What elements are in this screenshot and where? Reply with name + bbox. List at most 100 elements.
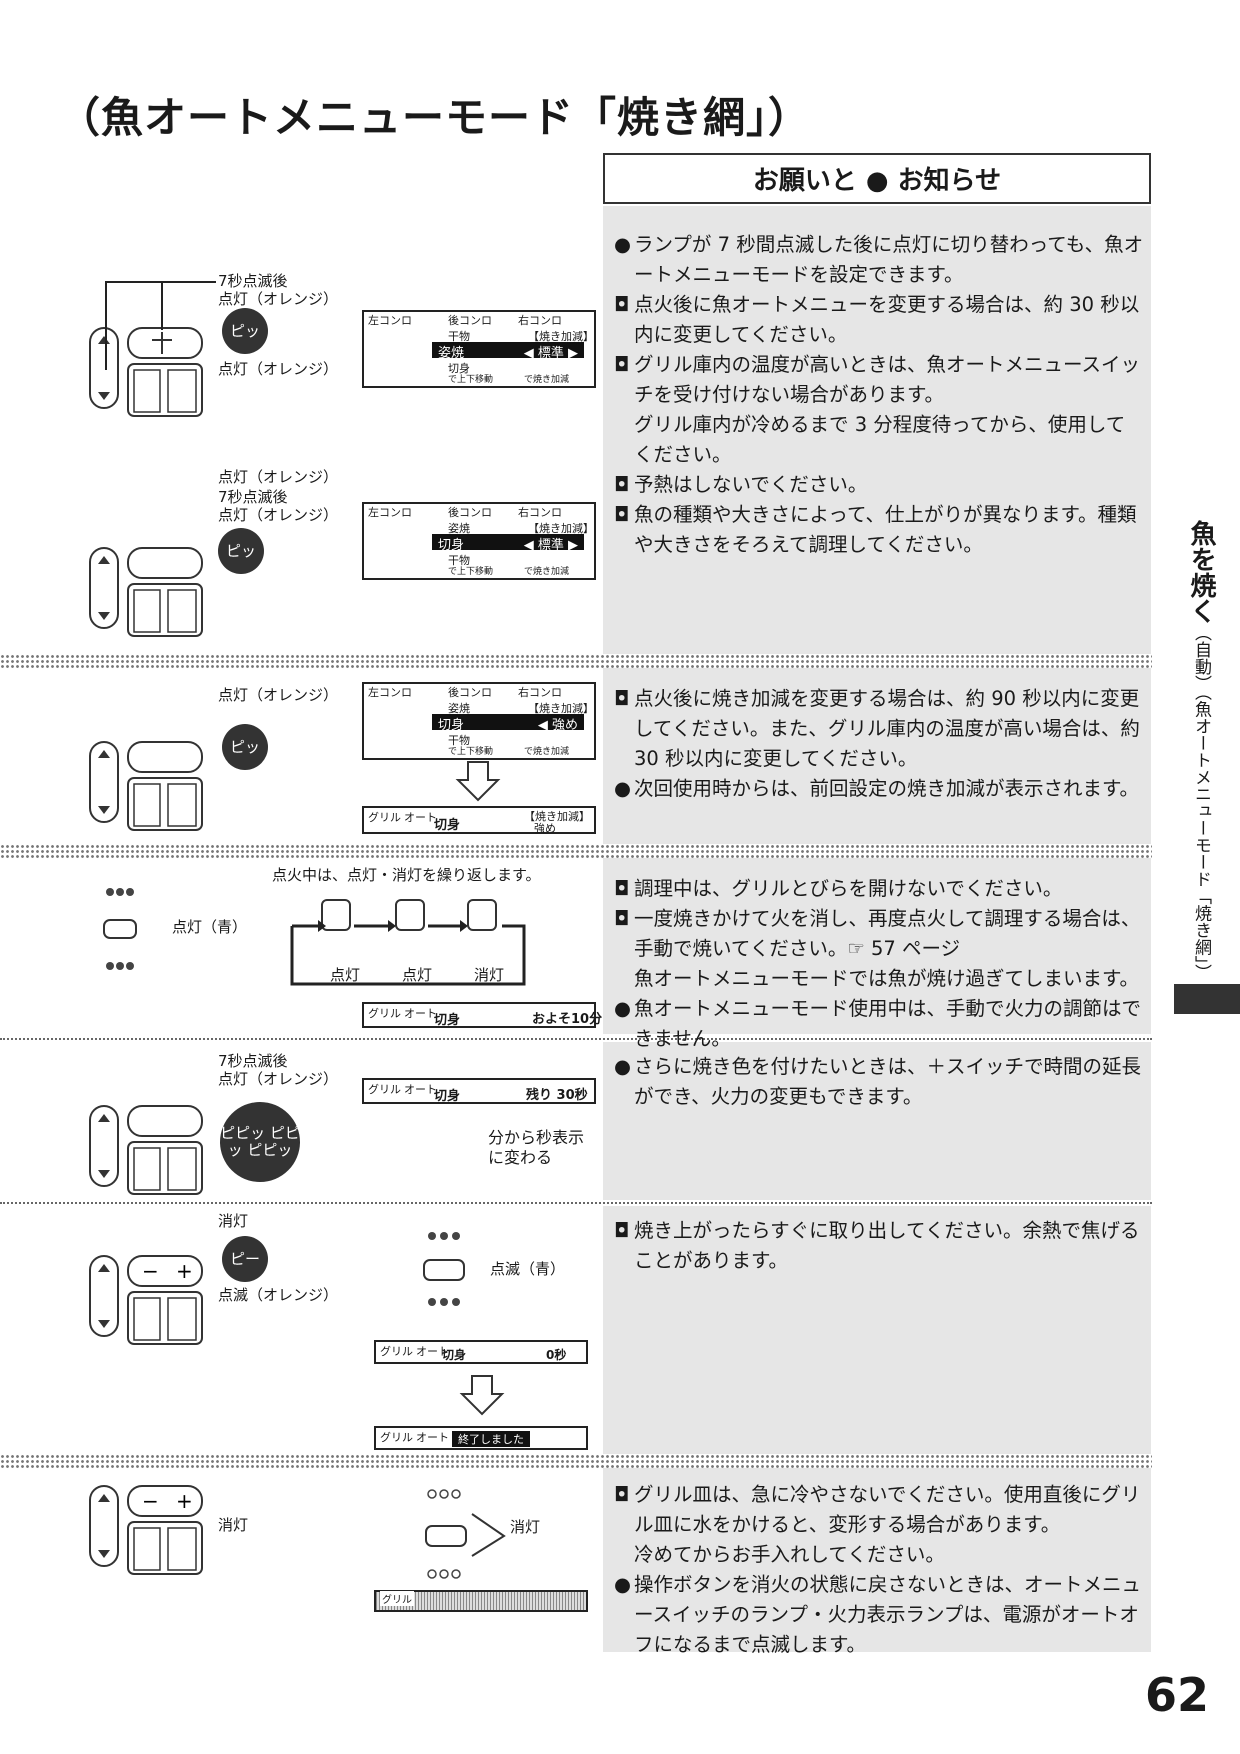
svg-text:+: + bbox=[176, 1259, 193, 1283]
lcd-footer: で上下移動 bbox=[448, 747, 494, 757]
note-text: グリル庫内の温度が高いときは、魚オートメニュースイッチを受け付けない場合がありま… bbox=[634, 353, 1141, 406]
label-blue-on: 点灯（青） bbox=[172, 918, 248, 936]
lcd-selected-value: ◀ 強め bbox=[537, 718, 578, 733]
lcd-item: 姿焼 bbox=[448, 522, 470, 535]
label-blink7: 7秒点滅後 bbox=[218, 488, 288, 506]
notice-icon: ◘ bbox=[614, 687, 630, 710]
bullet-icon: ● bbox=[614, 777, 632, 800]
lcd-strip: グリル オート 終了しました bbox=[374, 1426, 588, 1450]
lcd-time: 残り 30秒 bbox=[526, 1088, 588, 1103]
lcd-fish-name: 切身 bbox=[434, 1089, 461, 1104]
note-text: 点火後に焼き加減を変更する場合は、約 90 秒以内に変更してください。また、グリ… bbox=[634, 687, 1140, 770]
lcd-footer: で焼き加減 bbox=[524, 747, 570, 757]
beep-bubble: ピー bbox=[222, 1236, 268, 1282]
bullet-icon: ● bbox=[614, 1055, 632, 1078]
lcd-time: およそ10分 bbox=[532, 1012, 603, 1027]
notice-icon: ◘ bbox=[614, 473, 630, 496]
control-panel-illustration: − + bbox=[89, 1255, 203, 1345]
lcd-strip: グリル オート 切身 およそ10分 bbox=[362, 1002, 602, 1028]
note-text: 焼き上がったらすぐに取り出してください。余熱で焦げることがあります。 bbox=[634, 1219, 1140, 1272]
note-item: ●次回使用時からは、前回設定の焼き加減が表示されます。 bbox=[614, 774, 1144, 804]
lcd-auto-label: オート bbox=[404, 1007, 437, 1020]
lcd-item: 干物 bbox=[448, 330, 470, 343]
lcd-tag: 【焼き加減】 bbox=[528, 522, 594, 535]
notice-header: お願いと ● お知らせ bbox=[603, 153, 1151, 204]
svg-text:−: − bbox=[142, 1489, 159, 1513]
lcd-tab: 後コンロ bbox=[448, 314, 492, 327]
lcd-tab: 右コンロ bbox=[518, 314, 562, 327]
lcd-footer: で上下移動 bbox=[448, 375, 494, 385]
section-divider bbox=[0, 1454, 1152, 1468]
notes-bg-5 bbox=[603, 1206, 1151, 1454]
note-item: ◘グリル皿は、急に冷やさないでください。使用直後にグリル皿に水をかけると、変形す… bbox=[614, 1480, 1144, 1540]
label-min-to-sec: 分から秒表示に変わる bbox=[488, 1128, 585, 1167]
lcd-selected-value: ◀ 標準 ▶ bbox=[523, 346, 578, 361]
notes-bg-1 bbox=[603, 206, 1151, 654]
note-text: 点火後に魚オートメニューを変更する場合は、約 30 秒以内に変更してください。 bbox=[634, 293, 1140, 346]
note-item: ◘グリル庫内の温度が高いときは、魚オートメニュースイッチを受け付けない場合があり… bbox=[614, 350, 1144, 410]
note-text: 操作ボタンを消火の状態に戻さないときは、オートメニュースイッチのランプ・火力表示… bbox=[634, 1573, 1142, 1656]
lcd-fish-name: 切身 bbox=[434, 1013, 461, 1028]
bullet-icon: ● bbox=[614, 1573, 632, 1596]
note-text: 魚の種類や大きさによって、仕上がりが異なります。種類や大きさをそろえて調理してく… bbox=[634, 503, 1137, 556]
note-text: 魚オートメニューモード使用中は、手動で火力の調節はできません。 bbox=[634, 997, 1142, 1050]
lcd-tab: 後コンロ bbox=[448, 506, 492, 519]
label-blink7: 7秒点滅後 bbox=[218, 1052, 288, 1070]
lamp-sequence-diagram bbox=[290, 899, 526, 986]
note-item: ◘一度焼きかけて火を消し、再度点火して調理する場合は、手動で焼いてください。☞ … bbox=[614, 904, 1144, 964]
note-text: 予熱はしないでください。 bbox=[634, 473, 868, 496]
label-seq-off: 消灯 bbox=[474, 966, 505, 984]
label-orange-on: 点灯（オレンジ） bbox=[218, 1070, 339, 1088]
notes-list-5: ◘焼き上がったらすぐに取り出してください。余熱で焦げることがあります。 bbox=[614, 1216, 1144, 1276]
lcd-tab: 後コンロ bbox=[448, 686, 492, 699]
note-item: ●魚オートメニューモード使用中は、手動で火力の調節はできません。 bbox=[614, 994, 1144, 1054]
control-panel-illustration bbox=[89, 327, 203, 417]
chapter-subtitle: （自動）（魚オートメニューモード「焼き網」） bbox=[1191, 624, 1211, 981]
lcd-screen-1: 左コンロ 後コンロ 右コンロ 干物 【焼き加減】 姿焼 ◀ 標準 ▶ 切身 で上… bbox=[362, 310, 596, 388]
lcd-item: 姿焼 bbox=[448, 702, 470, 715]
label-blue-blink: 点滅（青） bbox=[490, 1260, 566, 1278]
note-item: 冷めてからお手入れしてください。 bbox=[614, 1540, 1144, 1570]
notice-icon: ◘ bbox=[614, 1219, 630, 1242]
section-divider bbox=[0, 654, 1152, 668]
chapter-tab-marker bbox=[1174, 984, 1240, 1014]
note-text: 調理中は、グリルとびらを開けないでください。 bbox=[634, 877, 1063, 900]
note-item: ◘調理中は、グリルとびらを開けないでください。 bbox=[614, 874, 1144, 904]
label-orange-blink: 点滅（オレンジ） bbox=[218, 1286, 339, 1304]
lcd-footer: で焼き加減 bbox=[524, 567, 570, 577]
label-orange-on: 点灯（オレンジ） bbox=[218, 506, 339, 524]
lcd-tab: 右コンロ bbox=[518, 686, 562, 699]
notes-list-3: ◘調理中は、グリルとびらを開けないでください。◘一度焼きかけて火を消し、再度点火… bbox=[614, 874, 1144, 1054]
notes-list-6: ◘グリル皿は、急に冷やさないでください。使用直後にグリル皿に水をかけると、変形す… bbox=[614, 1480, 1144, 1660]
note-text: さらに焼き色を付けたいときは、＋スイッチで時間の延長ができ、火力の変更もできます… bbox=[634, 1055, 1142, 1108]
note-item: ●操作ボタンを消火の状態に戻さないときは、オートメニュースイッチのランプ・火力表… bbox=[614, 1570, 1144, 1660]
label-off: 消灯 bbox=[218, 1212, 249, 1230]
notes-list-1: ●ランプが 7 秒間点滅した後に点灯に切り替わっても、魚オートメニューモードを設… bbox=[614, 230, 1144, 560]
lcd-time: 0秒 bbox=[546, 1348, 567, 1362]
lcd-grill-label: グリル bbox=[380, 1591, 414, 1606]
lcd-item: 干物 bbox=[448, 554, 470, 567]
lcd-screen-3: 左コンロ 後コンロ 右コンロ 姿焼 【焼き加減】 切身 ◀ 強め 干物 で上下移… bbox=[362, 682, 596, 760]
label-seq-on: 点灯 bbox=[402, 966, 433, 984]
section-divider bbox=[0, 1038, 1152, 1040]
lcd-fish-name: 切身 bbox=[442, 1348, 467, 1362]
label-orange-on: 点灯（オレンジ） bbox=[218, 360, 339, 378]
note-text: 冷めてからお手入れしてください。 bbox=[634, 1543, 945, 1566]
bullet-icon: ● bbox=[614, 233, 632, 256]
page-number: 62 bbox=[1145, 1668, 1210, 1722]
notes-bg-3 bbox=[603, 858, 1151, 1034]
svg-text:+: + bbox=[176, 1489, 193, 1513]
label-off: 消灯 bbox=[510, 1518, 541, 1536]
bullet-icon: ● bbox=[614, 997, 632, 1020]
beep-bubble: ピッ bbox=[222, 308, 268, 354]
notice-icon: ◘ bbox=[614, 877, 630, 900]
label-orange-on: 点灯（オレンジ） bbox=[218, 290, 339, 308]
label-orange-on: 点灯（オレンジ） bbox=[218, 468, 339, 486]
notes-bg-2 bbox=[603, 668, 1151, 844]
lcd-selected-row: 切身 ◀ 強め bbox=[432, 714, 584, 733]
beep-bubble: ピッ bbox=[218, 528, 264, 574]
lcd-grill-label: グリル bbox=[380, 1345, 413, 1358]
note-item: ◘魚の種類や大きさによって、仕上がりが異なります。種類や大きさをそろえて調理して… bbox=[614, 500, 1144, 560]
lcd-auto-label: オート bbox=[416, 1345, 449, 1358]
section-divider bbox=[0, 844, 1152, 858]
